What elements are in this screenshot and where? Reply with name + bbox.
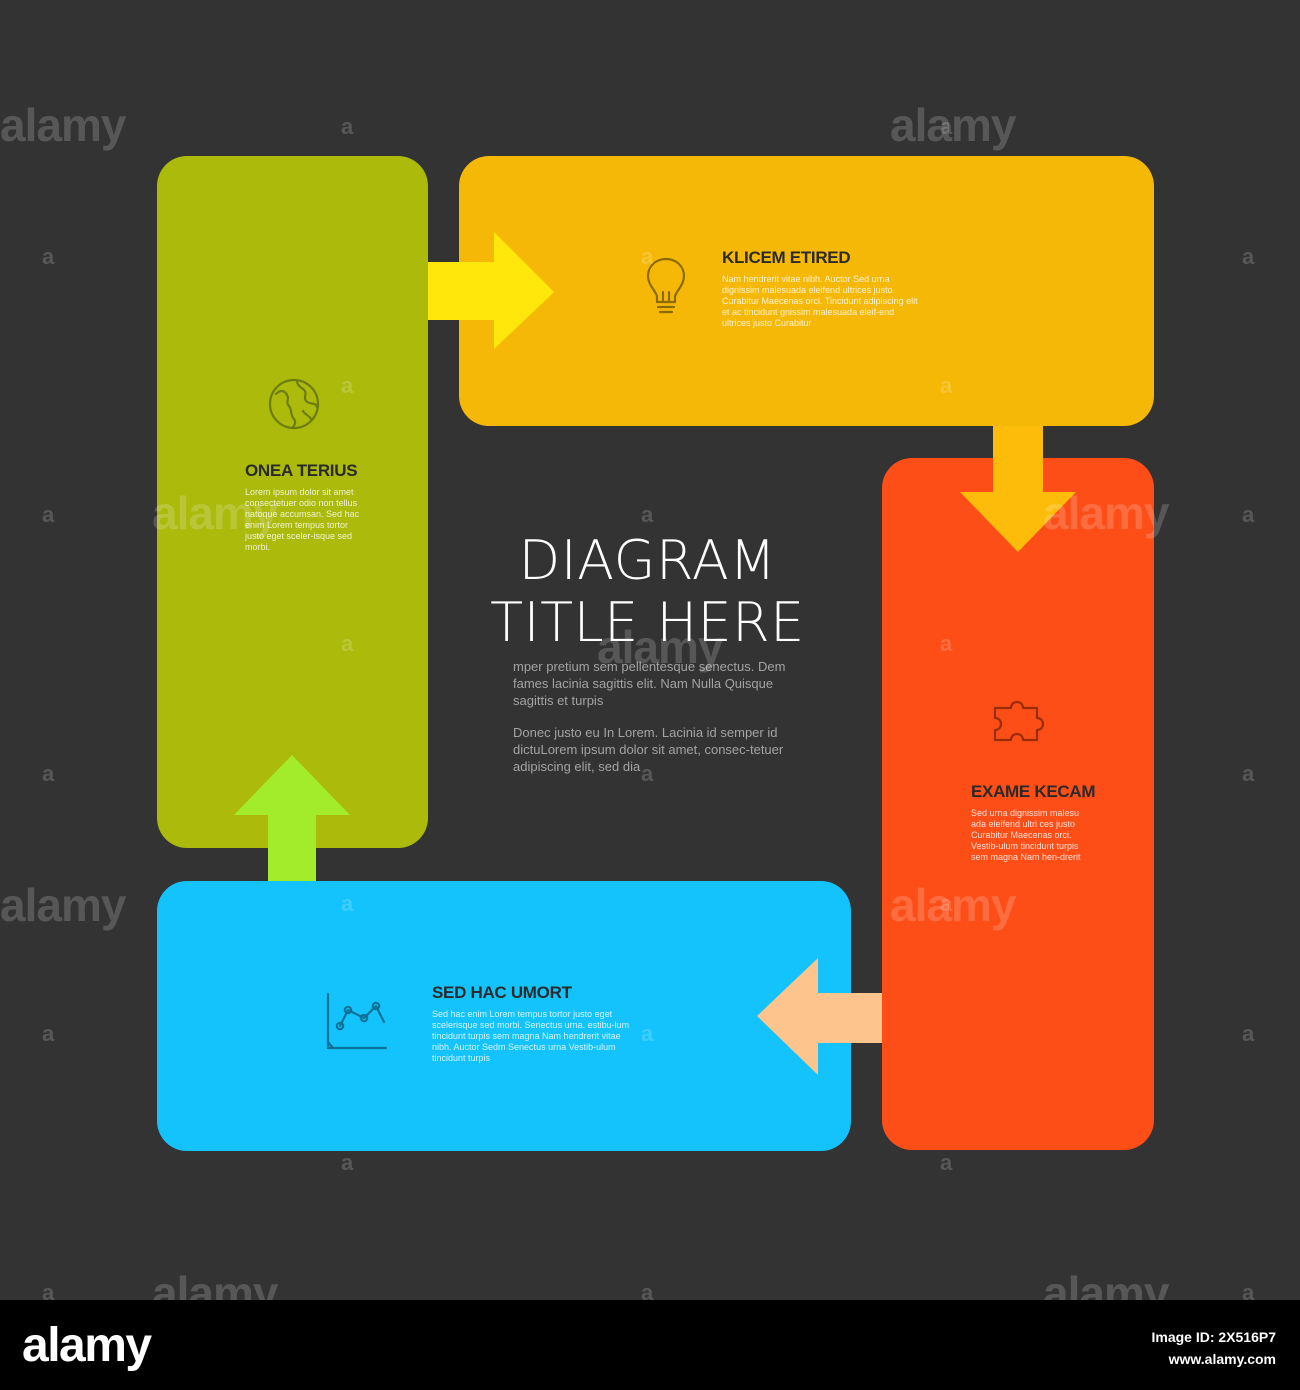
watermark-mark: a xyxy=(641,502,654,527)
block-blue-shape xyxy=(157,881,851,1151)
diagram-title-line-1: DIAGRAM xyxy=(518,529,777,592)
watermark-mark: a xyxy=(42,1280,55,1305)
footer-logo: alamy xyxy=(22,1319,152,1372)
puzzle-icon xyxy=(993,700,1045,742)
watermark-mark: a xyxy=(940,114,953,139)
diagram-title: DIAGRAM TITLE HERE xyxy=(470,530,825,654)
arrow-orange-to-blue xyxy=(757,958,882,1075)
watermark-mark: a xyxy=(641,244,654,269)
footer-image-id: Image ID: 2X516P7 xyxy=(1151,1329,1276,1345)
watermark-mark: a xyxy=(341,631,354,656)
watermark-mark: a xyxy=(341,1150,354,1175)
watermark-mark: a xyxy=(1242,244,1255,269)
watermark-mark: a xyxy=(1242,1021,1255,1046)
block-green-description: Lorem ipsum dolor sit amet consectetuer … xyxy=(245,487,360,552)
footer-url: www.alamy.com xyxy=(1168,1351,1276,1367)
watermark-text: alamy xyxy=(890,879,1016,931)
intro-paragraph-1: mper pretium sem pellentesque senectus. … xyxy=(513,659,786,708)
block-orange-description: Sed urna dignissim malesu ada eleifend u… xyxy=(971,808,1081,862)
watermark-mark: a xyxy=(42,761,55,786)
block-blue-title: SED HAC UMORT xyxy=(432,983,572,1002)
watermark-mark: a xyxy=(641,1280,654,1305)
watermark-mark: a xyxy=(341,373,354,398)
watermark-text: alamy xyxy=(0,99,126,151)
watermark-mark: a xyxy=(641,761,654,786)
lightbulb-icon xyxy=(646,257,686,314)
watermark-mark: a xyxy=(940,891,953,916)
watermark-mark: a xyxy=(940,373,953,398)
block-yellow-description: Nam hendrerit vitae nibh. Auctor Sed urn… xyxy=(722,274,918,328)
block-green-shape xyxy=(157,156,428,848)
watermark-text: alamy xyxy=(152,487,278,539)
watermark-mark: a xyxy=(42,502,55,527)
watermark-text: alamy xyxy=(597,621,723,673)
footer-bar: alamy Image ID: 2X516P7 www.alamy.com xyxy=(0,1300,1300,1390)
block-green-text: ONEA TERIUS Lorem ipsum dolor sit amet c… xyxy=(245,461,360,553)
watermark-text: alamy xyxy=(890,99,1016,151)
arrow-green-to-yellow xyxy=(428,232,554,349)
watermark-mark: a xyxy=(940,631,953,656)
block-yellow-text: KLICEM ETIRED Nam hendrerit vitae nibh. … xyxy=(722,248,922,329)
arrow-yellow-to-orange xyxy=(960,426,1076,552)
block-orange-title: EXAME KECAM xyxy=(971,782,1096,801)
line-chart-icon xyxy=(326,992,388,1050)
cycle-diagram xyxy=(157,156,1154,1151)
watermark-text: alamy xyxy=(0,879,126,931)
watermark-mark: a xyxy=(1242,1280,1255,1305)
block-green-title: ONEA TERIUS xyxy=(245,461,358,480)
block-yellow-title: KLICEM ETIRED xyxy=(722,248,851,267)
block-blue-description: Sed hac enim Lorem tempus tortor justo e… xyxy=(432,1009,630,1063)
watermark-mark: a xyxy=(940,1150,953,1175)
block-orange-shape xyxy=(882,458,1154,1150)
arrow-blue-to-green xyxy=(234,755,350,881)
globe-icon xyxy=(268,378,320,430)
watermark-mark: a xyxy=(1242,502,1255,527)
block-yellow-shape xyxy=(459,156,1154,426)
watermark-mark: a xyxy=(42,1021,55,1046)
watermark-mark: a xyxy=(1242,761,1255,786)
watermark-text: alamy xyxy=(1043,487,1169,539)
watermark-mark: a xyxy=(42,244,55,269)
block-orange-text: EXAME KECAM Sed urna dignissim malesu ad… xyxy=(971,782,1096,863)
watermark-mark: a xyxy=(641,1021,654,1046)
diagram-title-line-2: TITLE HERE xyxy=(490,591,805,654)
intro-paragraph-2: Donec justo eu In Lorem. Lacinia id semp… xyxy=(513,725,784,774)
watermark-mark: a xyxy=(341,114,354,139)
block-blue-text: SED HAC UMORT Sed hac enim Lorem tempus … xyxy=(432,983,637,1064)
watermark-mark: a xyxy=(341,891,354,916)
